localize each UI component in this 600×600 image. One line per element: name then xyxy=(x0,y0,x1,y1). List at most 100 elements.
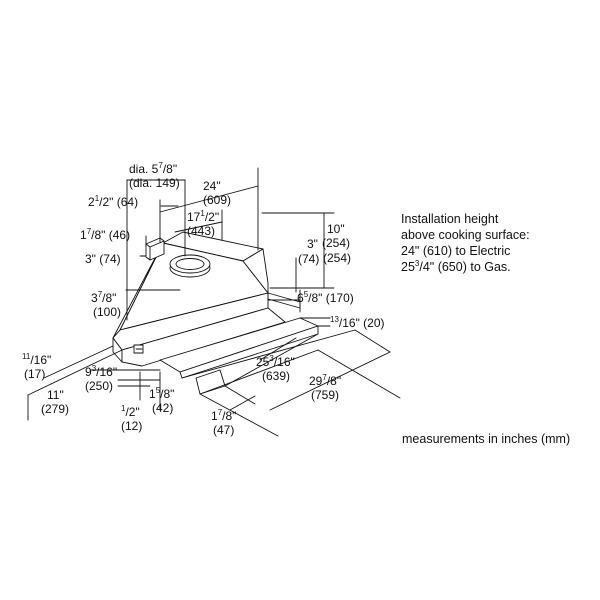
dimension-numerator: 3 xyxy=(269,354,274,363)
dimension-inches-height-3-mm: (74) xyxy=(298,252,319,266)
dimension-whole: dia. 5 xyxy=(129,162,159,176)
dimension-whole: 3" xyxy=(307,237,318,251)
dimension-mm-front-9: (250) xyxy=(85,379,113,393)
dimension-mm-height-10: (254) xyxy=(322,236,350,250)
dimension-denominator: /2" xyxy=(205,210,219,224)
dimension-denominator: /16" xyxy=(96,365,117,379)
dimension-label-width-29: 297/8"(759) xyxy=(309,373,341,402)
dimension-mm-front-11: (279) xyxy=(41,402,69,416)
dimension-mm-width-29: (759) xyxy=(311,388,339,402)
dimension-whole: 1 xyxy=(149,387,156,401)
install-note-line-2: above cooking surface: xyxy=(401,228,530,242)
dimension-denominator: /16" xyxy=(274,355,295,369)
duct-collar xyxy=(169,254,211,278)
dimension-label-front-11: 11"(279) xyxy=(41,388,69,416)
dimension-denominator: /2" (64) xyxy=(99,195,138,209)
dimension-denominator: /8" xyxy=(327,374,341,388)
dimension-numerator: 13 xyxy=(330,315,339,324)
install-note-line-1: Installation height xyxy=(401,212,499,226)
dimension-whole: (74) xyxy=(298,252,319,266)
dimension-inches-box-3: 3" (74) xyxy=(85,252,121,266)
dimension-numerator: 7 xyxy=(322,373,327,382)
dimension-whole: 25 xyxy=(256,355,270,369)
dimension-mm-front-1-5: (42) xyxy=(152,401,173,415)
dimension-label-duct-dia: dia. 57/8"(dia. 149) xyxy=(129,161,180,190)
dimension-label-front-1-5: 15/8"(42) xyxy=(149,386,174,415)
dimension-mm-width-25: (639) xyxy=(262,369,290,383)
dimension-inches-front-half: 1/2" xyxy=(121,404,140,419)
dimension-numerator: 7 xyxy=(98,290,103,299)
pull-out-visor xyxy=(159,292,319,395)
dimension-numerator: 1 xyxy=(121,404,126,413)
dimension-denominator: /8" xyxy=(222,409,236,423)
dimension-label-height-10: 10"(254) xyxy=(322,222,350,250)
dimension-mm-front-half: (12) xyxy=(121,419,142,433)
dimension-whole: 10" xyxy=(327,222,345,236)
units-note: measurements in inches (mm) xyxy=(402,432,571,446)
dimension-whole: 3" (74) xyxy=(85,252,121,266)
dimension-inches-tray-6: 65/8" (170) xyxy=(297,290,354,305)
dimension-numerator: 1 xyxy=(200,209,205,218)
dimension-inches-front-11-16: 11/16" xyxy=(22,352,51,367)
dimension-inches-tray-1-7: 17/8" xyxy=(211,408,236,423)
dimension-mm-height-3: (254) xyxy=(323,251,351,265)
dimension-label-tray-6: 65/8" (170) xyxy=(297,290,354,305)
dimension-denominator: /8" xyxy=(163,162,177,176)
dimension-whole: 2 xyxy=(88,195,95,209)
dimension-label-side-3: 37/8"(100) xyxy=(91,290,121,319)
dimension-label-depth-17: 171/2"(443) xyxy=(187,209,219,238)
dimension-inches-width-25: 253/16" xyxy=(256,354,295,369)
dimension-denominator: /16" xyxy=(30,353,51,367)
dimension-label-offset-2: 21/2" (64) xyxy=(88,194,138,209)
dimension-whole: 3 xyxy=(91,291,98,305)
dimension-mm-side-3: (100) xyxy=(93,305,121,319)
dimension-label-height-3-mm: (74) xyxy=(298,252,319,266)
install-note-gas-rest: /4" (650) to Gas. xyxy=(419,260,511,274)
dimension-numerator: 7 xyxy=(218,408,223,417)
dimension-inches-height-3: 3" xyxy=(307,237,318,251)
hood-body xyxy=(112,231,286,367)
install-note-line-4: 253/4" (650) to Gas. xyxy=(401,259,586,275)
dimension-denominator: /16" (20) xyxy=(339,316,385,330)
dimension-numerator: 1 xyxy=(95,194,100,203)
dimension-whole: 1 xyxy=(80,228,87,242)
dimension-label-width-24: 24"(609) xyxy=(203,179,231,207)
dimension-inches-duct-dia: dia. 57/8" xyxy=(129,161,177,176)
install-note-gas-whole: 25 xyxy=(401,260,415,274)
dimension-label-front-half: 1/2"(12) xyxy=(121,404,142,433)
dimension-whole: 9 xyxy=(85,365,92,379)
dimension-denominator: /8" (170) xyxy=(308,291,354,305)
dimension-numerator: 7 xyxy=(87,227,92,236)
dimension-denominator: /2" xyxy=(125,405,139,419)
dimension-denominator: /8" xyxy=(102,291,116,305)
dimension-label-tray-1-7: 17/8"(47) xyxy=(211,408,236,437)
dimension-numerator: 3 xyxy=(92,364,97,373)
dimension-label-tray-13: 13/16" (20) xyxy=(330,315,385,330)
dimension-whole: 6 xyxy=(297,291,304,305)
dimension-label-box-1: 17/8" (46) xyxy=(80,227,130,242)
dimension-whole: 29 xyxy=(309,374,323,388)
install-note-line-3: 24" (610) to Electric xyxy=(401,244,511,258)
dimension-numerator: 5 xyxy=(304,290,309,299)
dimension-inches-front-11: 11" xyxy=(47,388,64,402)
dimension-denominator: /8" (46) xyxy=(91,228,130,242)
dimension-inches-width-24: 24" xyxy=(203,179,221,193)
install-note-gas-numerator: 3 xyxy=(414,258,420,268)
dimension-label-width-25: 253/16"(639) xyxy=(256,354,295,383)
dimension-whole: 17 xyxy=(187,210,201,224)
dimension-mm-tray-1-7: (47) xyxy=(213,423,234,437)
dimension-inches-height-10: 10" xyxy=(327,222,345,236)
dimension-numerator: 5 xyxy=(156,386,161,395)
dimension-mm-front-11-16: (17) xyxy=(24,367,45,381)
dimension-inches-width-29: 297/8" xyxy=(309,373,341,388)
dimension-numerator: 7 xyxy=(158,161,163,170)
dimension-whole: 1 xyxy=(211,409,218,423)
dimension-denominator: /8" xyxy=(160,387,174,401)
dimension-mm-depth-17: (443) xyxy=(187,224,215,238)
dimension-inches-side-3: 37/8" xyxy=(91,290,116,305)
dimension-inches-front-1-5: 15/8" xyxy=(149,386,174,401)
installation-height-note: Installation height above cooking surfac… xyxy=(401,211,586,275)
dimension-inches-offset-2: 21/2" (64) xyxy=(88,194,138,209)
dimension-whole: 11" xyxy=(47,388,64,402)
